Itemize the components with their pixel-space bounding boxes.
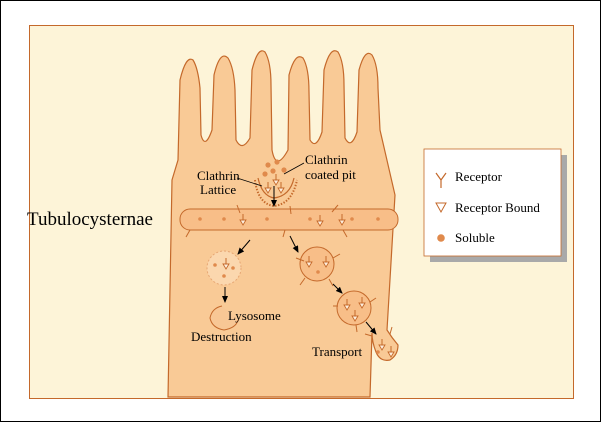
legend-soluble-label: Soluble [455,230,495,245]
legend-receptor-bound-label: Receptor Bound [455,200,540,215]
arrow-to-endosome [237,239,251,255]
arrow-vesicle-1-to-2 [332,283,343,294]
arrow-vesicle-2-to-exit [365,321,377,335]
lattice-leader-line [236,177,263,187]
destruction-label: Destruction [191,329,252,344]
clathrin-lattice-label-line2: Lattice [200,182,236,197]
clathrin-pit-label-line2: coated pit [305,167,356,182]
lysosome [209,305,239,331]
clathrin-pit-label-line1: Clathrin [305,152,348,167]
clathrin-lattice-label-line1: Clathrin [197,168,240,183]
lysosome-label: Lysosome [228,308,281,323]
transport-vesicle-1 [295,246,341,287]
receptor-icon [435,172,447,188]
tubulocysterna [179,204,399,238]
legend: Receptor Receptor Bound Soluble [423,148,567,262]
transport-label: Transport [312,344,362,359]
legend-receptor-label: Receptor [455,169,503,184]
pit-leader-line [283,162,305,175]
tubulocysternae-label: Tubulocysternae [27,209,153,230]
endosome-vesicle [206,250,242,286]
arrow-to-transport-vesicle [289,235,299,253]
transport-vesicle-2 [333,290,377,333]
receptor-bound-icon [435,202,447,214]
soluble-icon [437,234,445,242]
exocytosis-cargo [364,326,395,358]
